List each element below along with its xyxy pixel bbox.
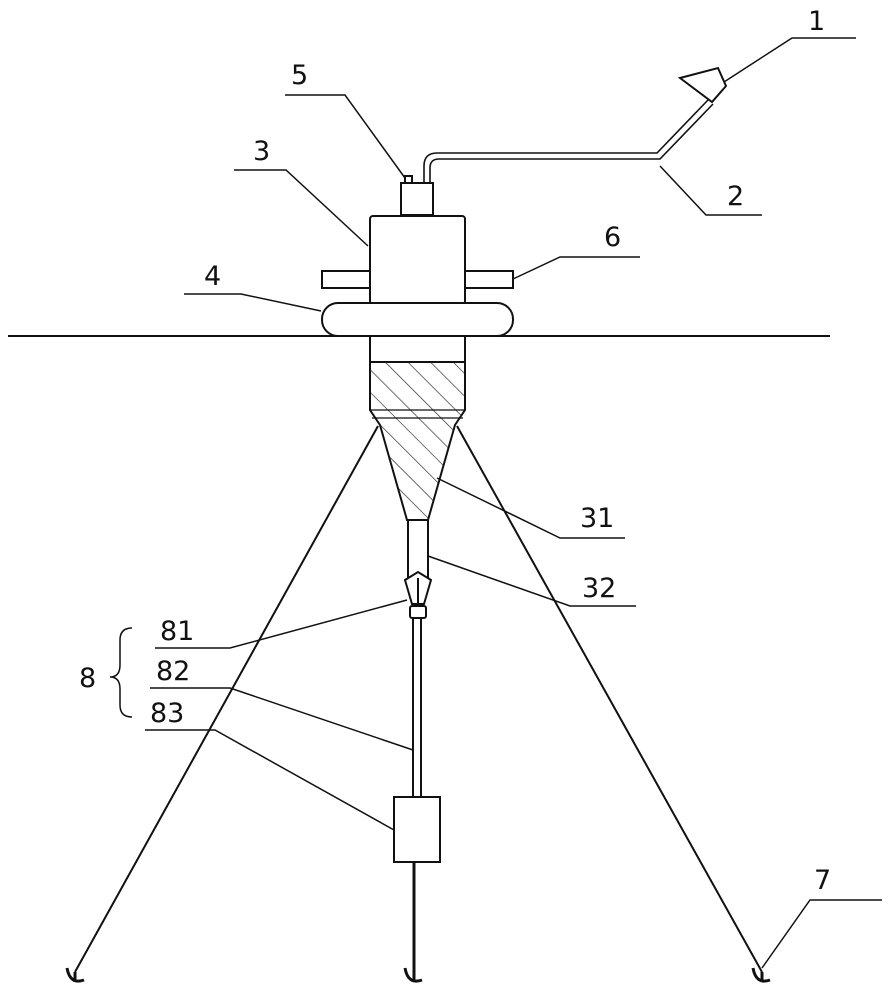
body-3 bbox=[370, 216, 465, 304]
label-8: 8 bbox=[79, 663, 96, 694]
label-2: 2 bbox=[727, 181, 744, 212]
label-4: 4 bbox=[204, 261, 221, 292]
weight-83 bbox=[394, 797, 440, 862]
brace-8 bbox=[110, 628, 132, 717]
top-unit-5 bbox=[401, 176, 433, 215]
rod-82 bbox=[413, 618, 421, 798]
sensor-1 bbox=[680, 68, 726, 102]
label-5: 5 bbox=[291, 60, 308, 91]
label-3: 3 bbox=[253, 136, 270, 167]
label-83: 83 bbox=[150, 698, 184, 729]
label-32: 32 bbox=[582, 573, 616, 604]
label-6: 6 bbox=[604, 222, 621, 253]
float-4 bbox=[322, 303, 513, 336]
leader-lines bbox=[145, 38, 882, 968]
pipe-2 bbox=[424, 100, 713, 182]
label-7: 7 bbox=[814, 865, 831, 896]
connector-81 bbox=[405, 572, 431, 618]
label-1: 1 bbox=[808, 6, 825, 37]
label-31: 31 bbox=[580, 503, 614, 534]
cone-31 bbox=[370, 336, 465, 520]
label-82: 82 bbox=[156, 656, 190, 687]
label-81: 81 bbox=[160, 616, 194, 647]
